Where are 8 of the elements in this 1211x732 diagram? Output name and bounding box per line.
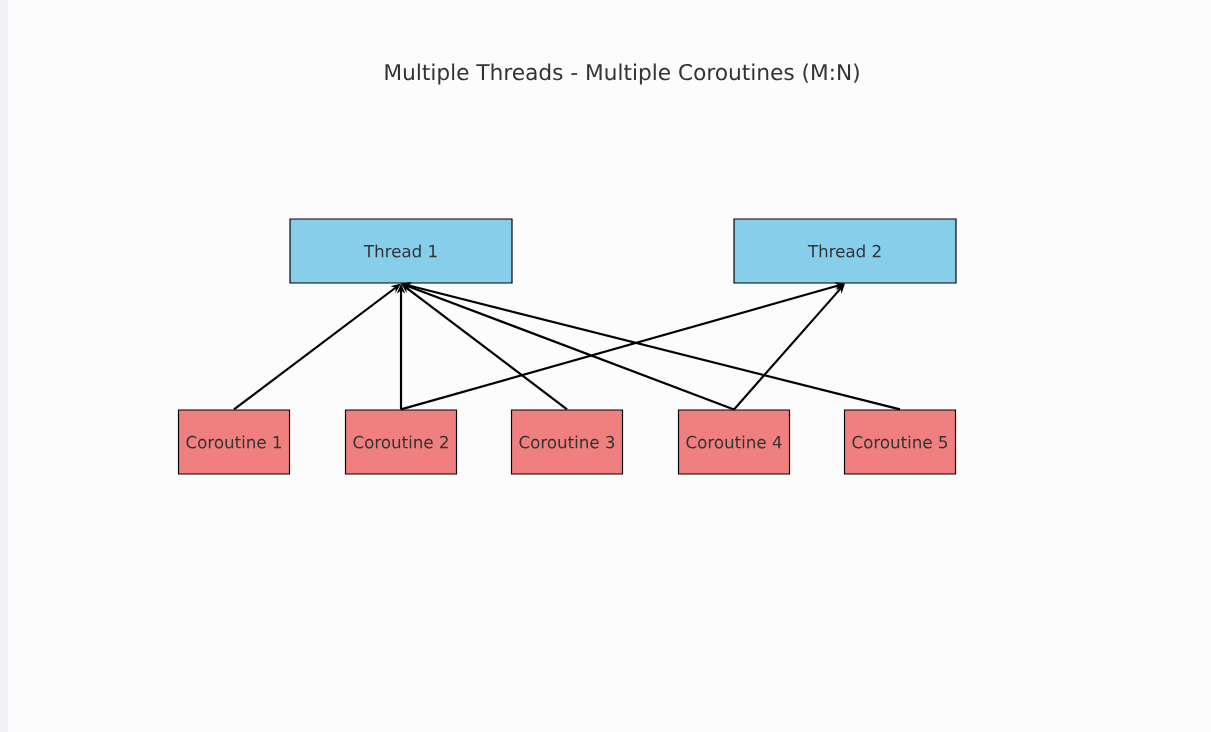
coroutine-box: Coroutine 1 bbox=[177, 409, 291, 475]
coroutine-box: Coroutine 5 bbox=[843, 409, 957, 475]
coroutine-box: Coroutine 3 bbox=[510, 409, 624, 475]
title: Multiple Threads - Multiple Coroutines (M:N) bbox=[385, 63, 859, 85]
coroutine-box: Coroutine 2 bbox=[344, 409, 458, 475]
thread-box: Thread 2 bbox=[733, 218, 957, 284]
thread-box: Thread 1 bbox=[289, 218, 513, 284]
coroutine-box: Coroutine 4 bbox=[677, 409, 791, 475]
